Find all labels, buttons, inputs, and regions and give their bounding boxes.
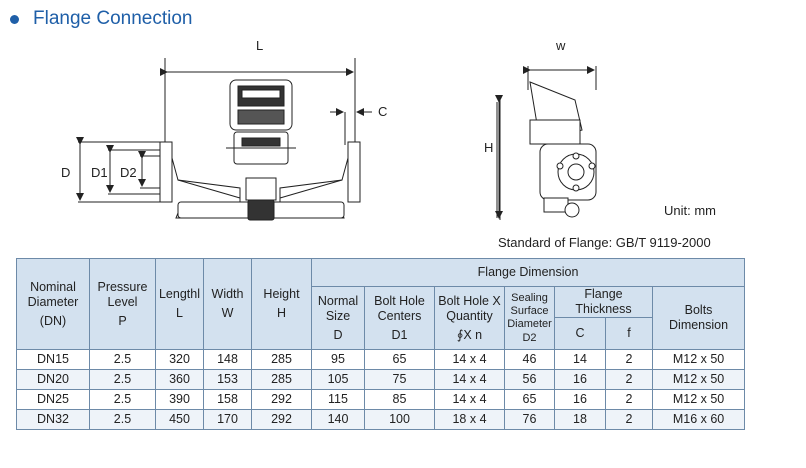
header-thickness-f: f [605,317,653,350]
label-c: C [378,104,387,119]
label-l: L [256,38,263,53]
header-normal-size: Normal Size D [311,286,365,350]
header-thickness-c: C [554,317,606,350]
header-bolt-hole-centers: Bolt Hole Centers D1 [364,286,435,350]
header-flange-dimension: Flange Dimension [310,258,746,287]
label-h: H [484,140,493,155]
label-d1: D1 [91,165,108,180]
label-w: w [555,38,566,53]
table-header-row: Nominal Diameter (DN) Pressure Level P L… [16,258,746,350]
flowmeter-drawing: L C D D1 D2 w H [61,38,597,221]
header-height: Height H [251,258,312,350]
header-sealing-surface: Sealing Surface Diameter D2 [504,286,555,350]
page-title: Flange Connection [33,8,193,29]
header-length: Lengthl L [155,258,204,350]
header-pressure-level: Pressure Level P [89,258,156,350]
spec-table: Nominal Diameter (DN) Pressure Level P L… [16,258,746,430]
label-d2: D2 [120,165,137,180]
page-header: Flange Connection [10,8,193,30]
header-bolts-dimension: Bolts Dimension [651,286,746,350]
flange-standard: Standard of Flange: GB/T 9119-2000 [498,235,711,250]
table-header-row: Normal Size D Bolt Hole Centers D1 Bolt … [17,286,746,350]
label-d: D [61,165,70,180]
unit-label: Unit: mm [664,203,716,218]
header-nominal-diameter: Nominal Diameter (DN) [16,258,90,350]
header-width: Width W [203,258,252,350]
header-bolt-hole-quantity: Bolt Hole X Quantity ∮X n [434,286,505,350]
bullet-icon [10,14,19,24]
header-flange-thickness: Flange Thickness [554,286,653,318]
table-header-row: C f [17,317,745,350]
